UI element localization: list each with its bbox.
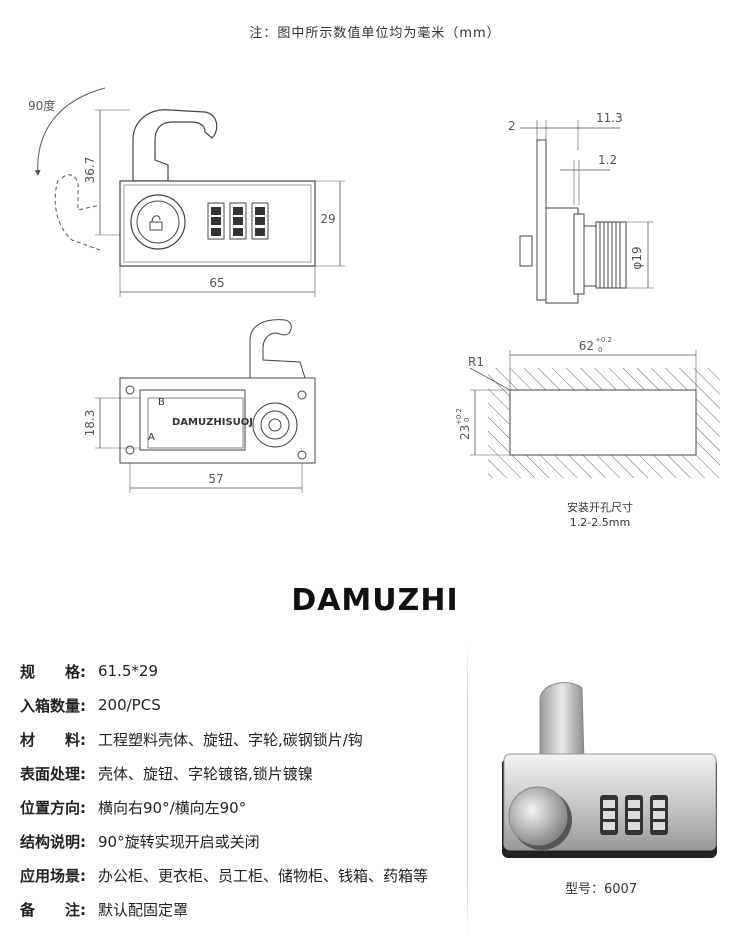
spec-value: 200/PCS: [98, 696, 161, 714]
back-cam-outline: [252, 402, 298, 448]
spec-key: 应用场景:: [20, 866, 86, 885]
spec-list: 规 格: 61.5*29 入箱数量: 200/PCS 材 料: 工程塑料壳体、旋钮、字轮,…: [20, 654, 428, 926]
product-knob: [508, 786, 568, 846]
dim-side-left: 2: [508, 119, 516, 133]
knob-outline: [130, 194, 186, 250]
cutout-view: 62 +0.2 0 23 +0.2 0 R1: [455, 336, 720, 478]
spec-value: 壳体、旋钮、字轮镀铬,锁片镀镍: [98, 764, 313, 783]
spec-value: 61.5*29: [98, 662, 158, 680]
cutout-opening: [509, 389, 697, 456]
dim-plate: 1.2: [598, 153, 617, 167]
dim-knob-diameter: φ19: [630, 246, 644, 269]
spec-key: 规 格:: [20, 662, 86, 681]
side-knob-knurl: [595, 221, 627, 289]
padlock-icon: [149, 215, 163, 231]
dim-cutout-width: 62: [579, 339, 594, 353]
dim-cutout-width-tol-upper: +0.2: [595, 336, 612, 344]
dim-cutout-height: 23: [458, 425, 472, 440]
side-view: 2 11.3 1.2 φ19: [508, 111, 654, 304]
dim-cutout-height-tol-lower: 0: [463, 418, 471, 422]
spec-row: 应用场景: 办公柜、更衣柜、员工柜、储物柜、钱箱、药箱等: [20, 858, 428, 892]
spec-value: 默认配固定罩: [98, 900, 189, 919]
brand-logo: DAMUZHI: [0, 580, 750, 624]
corner-radius: R1: [468, 355, 484, 369]
spec-key: 材 料:: [20, 730, 86, 749]
product-photo: [502, 682, 717, 858]
dim-hook-height: 36.7: [83, 157, 97, 184]
spec-row: 备 注: 默认配固定罩: [20, 892, 428, 926]
combination-dials: [207, 202, 269, 240]
spec-key: 入箱数量:: [20, 696, 86, 715]
spec-key: 位置方向:: [20, 798, 86, 817]
dim-back-height: 18.3: [83, 410, 97, 437]
spec-key: 结构说明:: [20, 832, 86, 851]
spec-value: 工程塑料壳体、旋钮、字轮,碳钢锁片/钩: [98, 730, 363, 749]
rotated-hook-outline: [54, 174, 101, 251]
spec-key: 备 注:: [20, 900, 86, 919]
spec-row: 入箱数量: 200/PCS: [20, 688, 428, 722]
dim-back-width: 57: [208, 472, 223, 486]
back-view: DAMUZHISUOJU B A 18.3 57: [83, 319, 316, 493]
dim-cutout-height-tol-upper: +0.2: [455, 408, 463, 425]
spec-row: 规 格: 61.5*29: [20, 654, 428, 688]
spec-value: 90°旋转实现开启或关闭: [98, 832, 260, 851]
mark-a: A: [148, 432, 155, 443]
side-hook-plate: [536, 139, 547, 301]
dim-side-right: 11.3: [596, 111, 623, 125]
brand-logo-mark: DAMUZHI: [291, 583, 458, 618]
technical-drawings: 90度 36.7 29 65: [28, 87, 720, 493]
back-inner-label: DAMUZHISUOJU: [172, 417, 261, 428]
rotation-label: 90度: [28, 98, 55, 113]
front-view: 90度 36.7 29 65: [28, 87, 345, 297]
brand-text: DAMUZHI: [291, 583, 458, 618]
spec-row: 表面处理: 壳体、旋钮、字轮镀铬,锁片镀镍: [20, 756, 428, 790]
column-divider: [467, 640, 468, 940]
hook-outline: [132, 109, 218, 182]
back-hook-outline: [249, 319, 306, 379]
dim-cutout-width-tol-lower: 0: [598, 346, 602, 354]
cutout-caption: 安装开孔尺寸 1.2-2.5mm: [520, 500, 680, 530]
spec-value: 横向右90°/横向左90°: [98, 798, 247, 817]
spec-row: 位置方向: 横向右90°/横向左90°: [20, 790, 428, 824]
spec-key: 表面处理:: [20, 764, 86, 783]
side-body: [545, 207, 579, 304]
cutout-caption-line2: 1.2-2.5mm: [569, 516, 631, 529]
cutout-caption-line1: 安装开孔尺寸: [567, 501, 633, 514]
spec-row: 结构说明: 90°旋转实现开启或关闭: [20, 824, 428, 858]
dim-body-height: 29: [320, 212, 335, 226]
units-note: 注：图中所示数值单位均为毫米（mm）: [249, 26, 501, 41]
rotation-arrow-icon: [34, 87, 106, 176]
spec-value: 办公柜、更衣柜、员工柜、储物柜、钱箱、药箱等: [98, 866, 429, 885]
mark-b: B: [158, 397, 165, 408]
dim-body-width: 65: [209, 276, 224, 290]
model-number: 型号：6007: [565, 882, 638, 897]
spec-row: 材 料: 工程塑料壳体、旋钮、字轮,碳钢锁片/钩: [20, 722, 428, 756]
